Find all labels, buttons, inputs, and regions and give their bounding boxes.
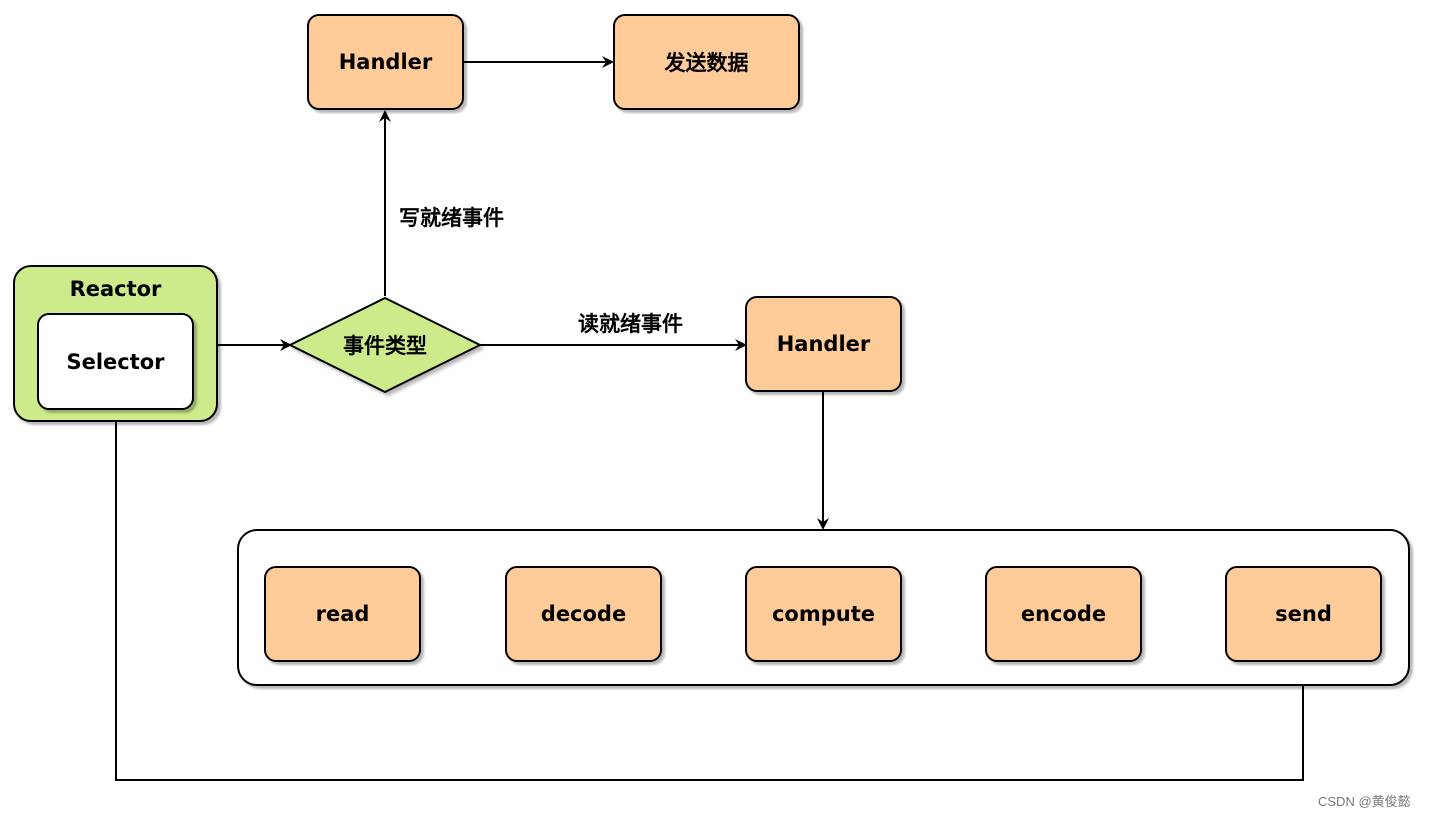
pipeline-step-encode[interactable]: encode: [985, 566, 1142, 662]
send-data-node[interactable]: 发送数据: [613, 14, 800, 110]
pipeline-step-label: decode: [540, 602, 627, 626]
pipeline-step-read[interactable]: read: [264, 566, 421, 662]
read-handler-label: Handler: [776, 332, 871, 356]
event-type-label: 事件类型: [343, 334, 427, 358]
write-handler-node[interactable]: Handler: [307, 14, 464, 110]
arrow-send-loop-to-selector: [110, 410, 1304, 781]
pipeline-step-label: encode: [1020, 602, 1107, 626]
watermark: CSDN @黄俊懿: [1318, 794, 1411, 809]
reactor-label: Reactor: [69, 277, 162, 301]
write-handler-label: Handler: [338, 50, 433, 74]
pipeline-step-compute[interactable]: compute: [745, 566, 902, 662]
pipeline-step-label: send: [1275, 602, 1332, 626]
send-data-label: 发送数据: [664, 51, 749, 75]
pipeline-step-label: compute: [771, 602, 876, 626]
read-handler-node[interactable]: Handler: [745, 296, 902, 392]
pipeline-step-send[interactable]: send: [1225, 566, 1382, 662]
pipeline-step-decode[interactable]: decode: [505, 566, 662, 662]
read-ready-event-label: 读就绪事件: [578, 312, 683, 336]
pipeline-step-label: read: [315, 602, 370, 626]
selector-label: Selector: [66, 349, 165, 374]
write-ready-event-label: 写就绪事件: [399, 206, 504, 230]
selector-node[interactable]: Selector: [37, 313, 194, 410]
